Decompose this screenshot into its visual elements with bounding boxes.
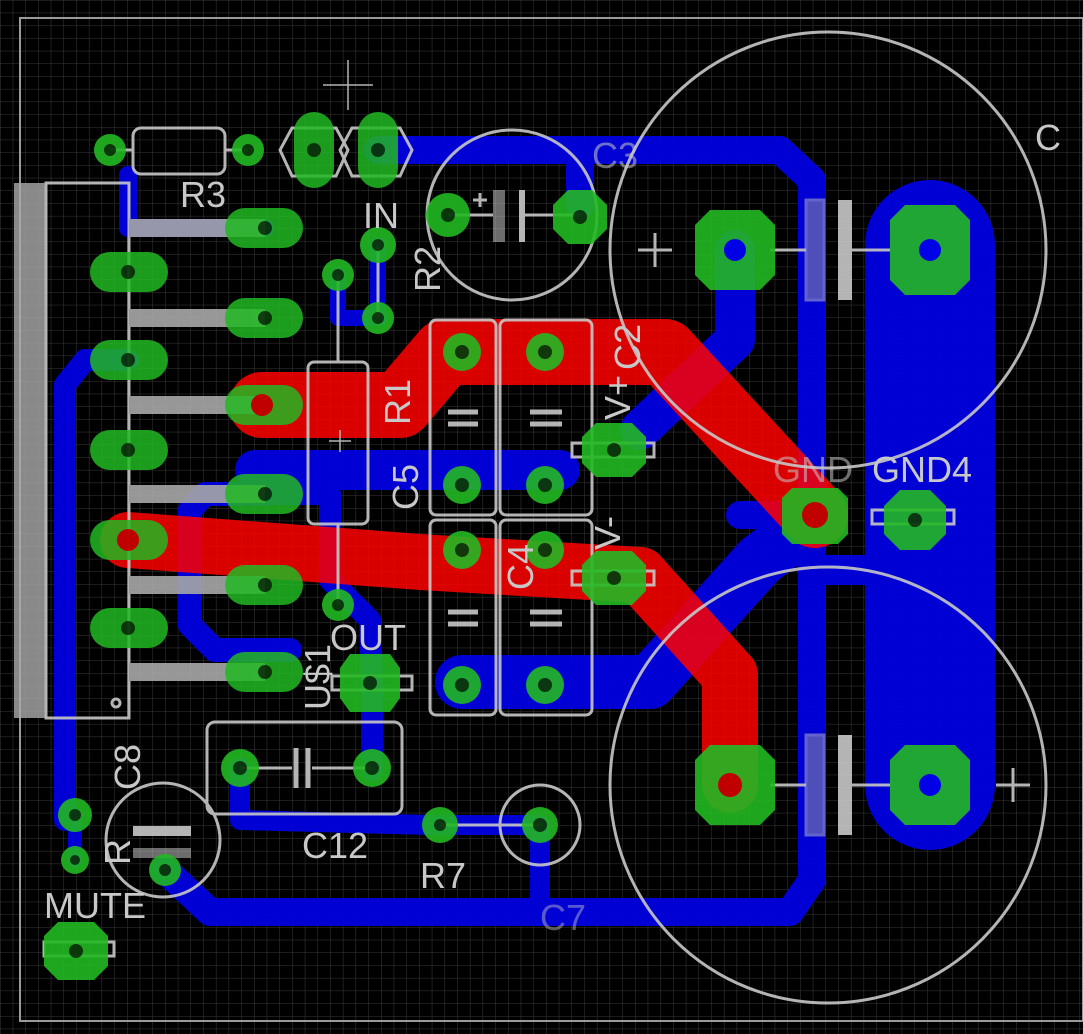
label-c3-small: C3 <box>592 135 638 176</box>
label-gnd: GND <box>773 449 853 490</box>
label-c4: C4 <box>500 544 541 590</box>
label-r7: R7 <box>420 855 466 896</box>
c5-outline <box>428 318 498 517</box>
c2-outline <box>498 318 594 517</box>
silkscreen-labels: R3 IN R2 C3 C R1 C2 V+ C5 GND GND4 C4 V-… <box>44 117 1061 938</box>
label-mute: MUTE <box>44 885 146 926</box>
u1-pin1-dot <box>110 697 122 709</box>
label-v-minus: V- <box>587 516 628 550</box>
c4-outline <box>498 518 594 717</box>
label-c-cut: C <box>1035 117 1061 158</box>
label-u1: U$1 <box>297 644 338 710</box>
label-out: OUT <box>330 617 406 658</box>
in-header-outline <box>278 126 350 178</box>
label-c2: C2 <box>607 324 648 370</box>
c3-large-outline <box>608 30 1048 470</box>
label-c12: C12 <box>302 825 368 866</box>
label-c8: C8 <box>107 744 148 790</box>
label-c7: C7 <box>540 897 586 938</box>
trace-top-loop <box>151 136 826 926</box>
label-gnd4: GND4 <box>872 449 972 490</box>
u1-heatsink-tab <box>14 183 46 718</box>
pads-layer <box>44 112 970 980</box>
label-r: R <box>97 839 138 865</box>
c12-outline <box>205 720 404 816</box>
label-r2: R2 <box>407 246 448 292</box>
label-in: IN <box>363 195 399 236</box>
label-v-plus: V+ <box>597 375 638 420</box>
c4-left-outline <box>428 518 498 717</box>
label-r1: R1 <box>377 379 418 425</box>
c8-outline <box>104 781 222 899</box>
label-r3: R3 <box>180 174 226 215</box>
label-c5: C5 <box>385 464 426 510</box>
c7-large-outline <box>608 565 1048 1005</box>
